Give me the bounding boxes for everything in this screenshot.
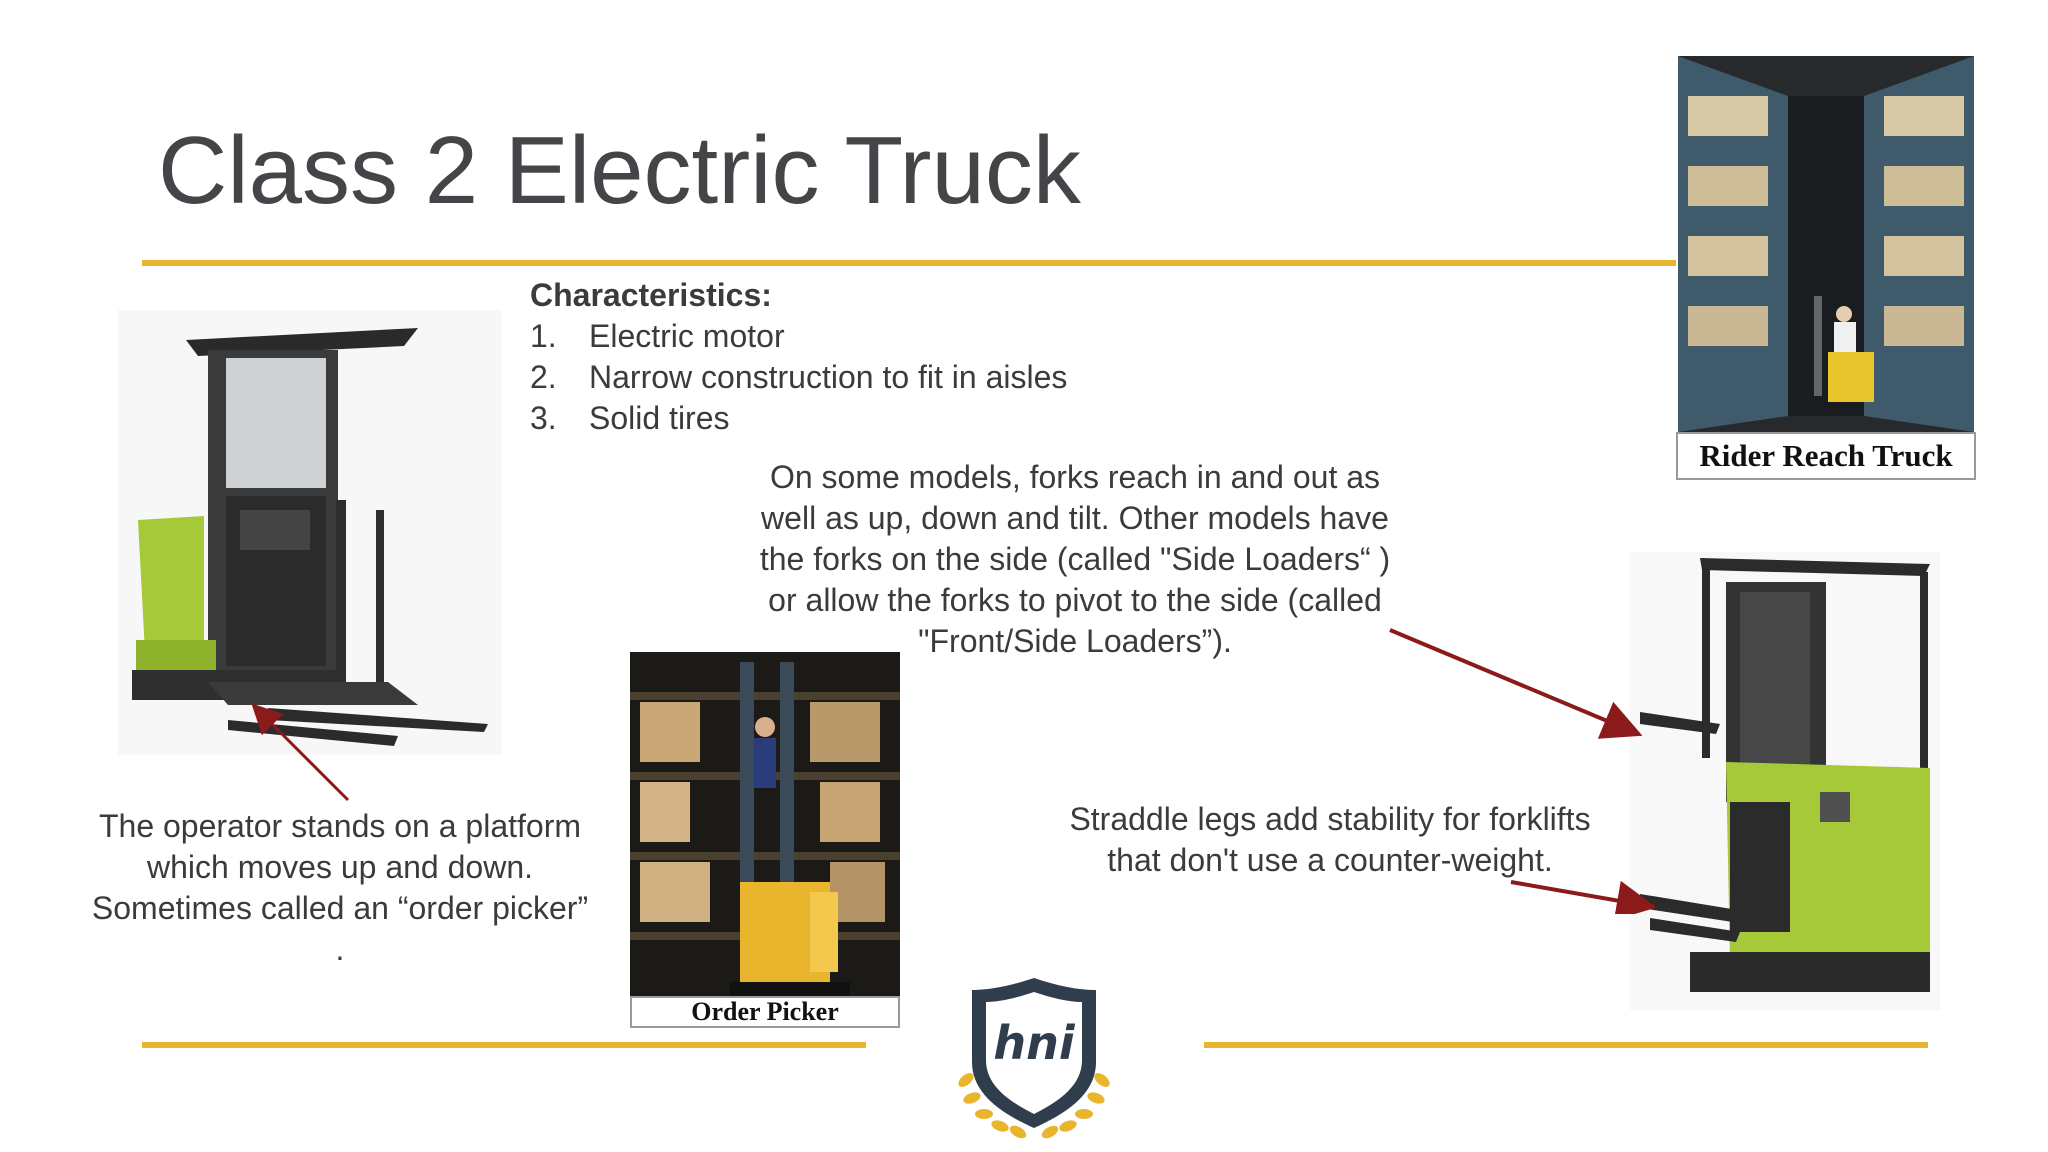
bottom-divider-right: [1204, 1042, 1928, 1048]
slide-title: Class 2 Electric Truck: [158, 117, 1081, 224]
forks-arrow: [1389, 628, 1643, 739]
operator-note: The operator stands on a platform which …: [91, 808, 589, 967]
warehouse-order-picker-photo: [630, 652, 900, 1022]
straddle-reach-truck-image: [1630, 552, 1940, 1010]
logo-text: hni: [993, 1016, 1075, 1070]
bottom-divider-left: [142, 1042, 866, 1048]
characteristics-list: 1.Electric motor 2.Narrow construction t…: [530, 316, 1067, 439]
list-item: 3.Solid tires: [530, 400, 730, 436]
list-item: 1.Electric motor: [530, 318, 785, 354]
characteristics-block: Characteristics: 1.Electric motor 2.Narr…: [530, 275, 1067, 439]
straddle-note: Straddle legs add stability for forklift…: [1069, 801, 1591, 878]
rider-reach-truck-photo: [1678, 56, 1974, 432]
list-item: 2.Narrow construction to fit in aisles: [530, 359, 1068, 395]
straddle-arrow: [1510, 880, 1655, 914]
hni-logo: hni: [938, 972, 1130, 1144]
rider-reach-truck-caption: Rider Reach Truck: [1676, 432, 1976, 480]
shield-icon: [958, 978, 1110, 1139]
characteristics-heading: Characteristics:: [530, 277, 772, 313]
order-picker-caption: Order Picker: [630, 996, 900, 1028]
top-divider: [142, 260, 1676, 266]
order-picker-truck-image: [118, 310, 502, 755]
operator-arrow: [251, 703, 350, 802]
forks-note: On some models, forks reach in and out a…: [759, 459, 1391, 659]
